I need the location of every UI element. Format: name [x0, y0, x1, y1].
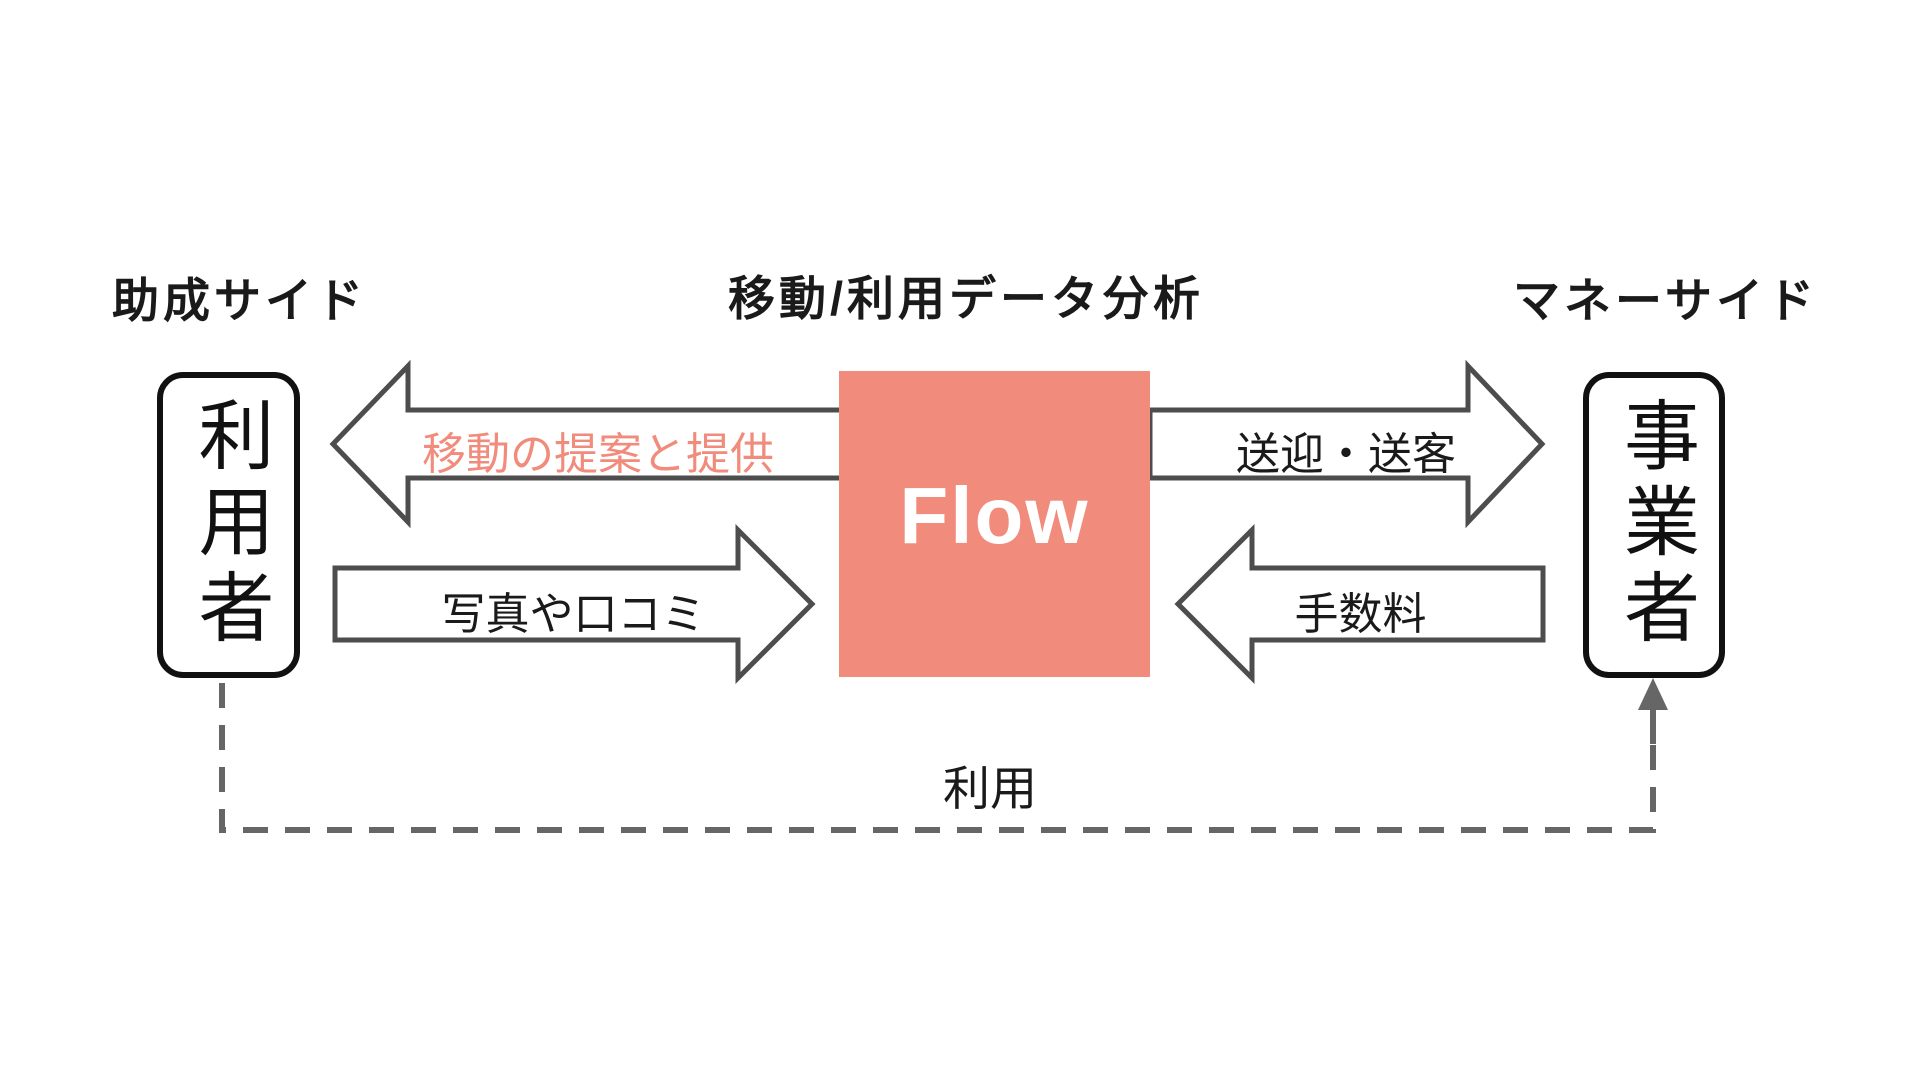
- business-node: 事業者: [1583, 372, 1725, 678]
- usage-dashed-line: [219, 683, 1656, 833]
- usage-arrowhead-icon: [1638, 678, 1668, 710]
- transport-arrow-label: 送迎・送客: [1236, 430, 1456, 479]
- photos-arrow-label: 写真や口コミ: [441, 590, 706, 639]
- subsidy-side-label: 助成サイド: [112, 274, 367, 327]
- transport-arrow: [1147, 359, 1546, 529]
- proposal-arrow-label: 移動の提案と提供: [422, 430, 774, 479]
- usage-label: 利用: [943, 762, 1037, 815]
- fee-arrow: [1174, 523, 1546, 685]
- flow-node-label: Flow: [899, 471, 1090, 560]
- user-node-label: 利用者: [186, 396, 272, 654]
- money-side-label: マネーサイド: [1513, 274, 1819, 327]
- user-node: 利用者: [157, 372, 300, 678]
- data-analysis-label: 移動/利用データ分析: [728, 272, 1205, 325]
- flow-node: Flow: [839, 371, 1150, 677]
- business-node-label: 事業者: [1612, 396, 1697, 654]
- fee-arrow-label: 手数料: [1294, 590, 1427, 639]
- photos-arrow: [332, 523, 816, 685]
